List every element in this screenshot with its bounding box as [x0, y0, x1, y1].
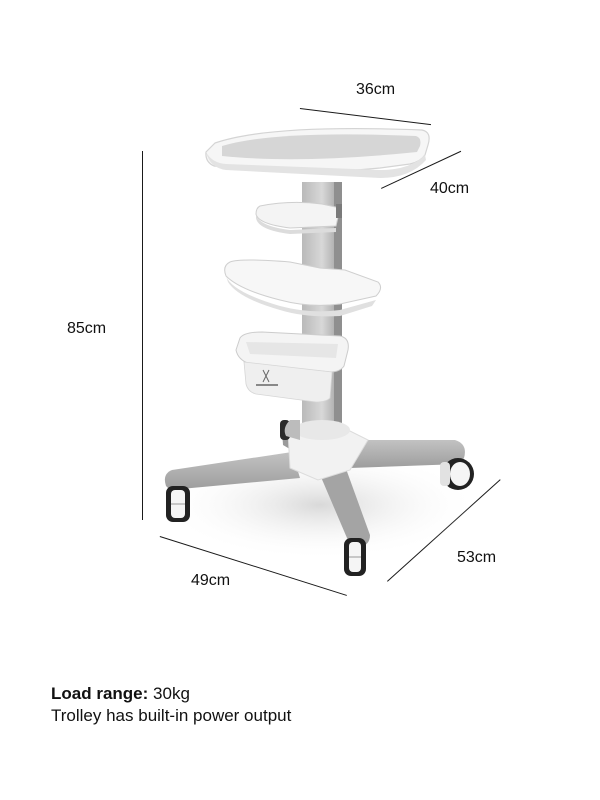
load-range-label: Load range:	[51, 684, 149, 703]
curved-shelf	[224, 259, 382, 317]
power-output-note: Trolley has built-in power output	[51, 706, 292, 725]
wheel-right	[440, 458, 474, 490]
load-range-value: 30kg	[153, 684, 190, 703]
base-depth-label: 53cm	[457, 549, 497, 566]
height-label: 85cm	[67, 320, 107, 337]
base	[164, 420, 465, 547]
height-line	[142, 151, 144, 520]
base-width-label: 49cm	[191, 572, 231, 589]
tray-width-label: 36cm	[356, 81, 396, 98]
wheel-left	[166, 486, 190, 522]
tray-depth-label: 40cm	[430, 180, 470, 197]
wheel-front	[344, 538, 366, 576]
load-range-line: Load range: 30kg	[51, 683, 190, 704]
small-shelf	[255, 201, 342, 234]
brand-logo-icon	[256, 369, 278, 386]
basket	[235, 331, 349, 403]
top-tray	[205, 127, 430, 178]
